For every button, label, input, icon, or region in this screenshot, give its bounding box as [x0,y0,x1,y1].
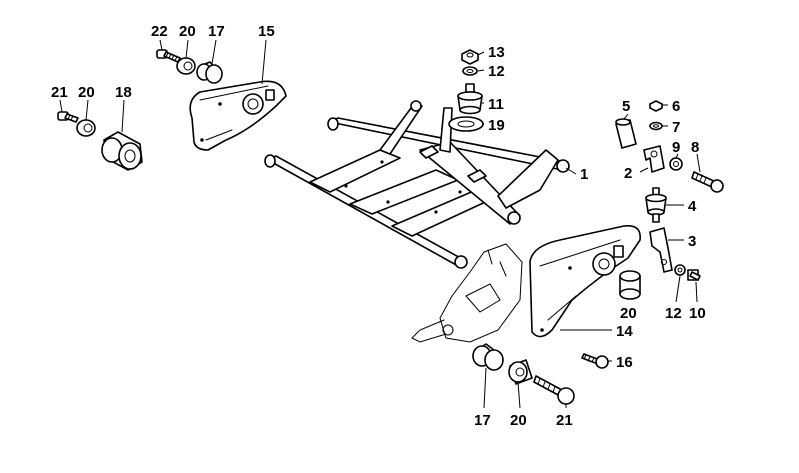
bushing-part-17-top [196,61,223,84]
nut-part-9 [669,157,683,171]
callout-19: 19 [488,117,505,134]
bracket-part-14 [529,224,641,338]
washer-part-20-left [76,119,96,137]
callout-12-right: 12 [665,305,682,322]
callout-2: 2 [624,165,632,182]
callout-20-top: 20 [179,23,196,40]
callout-21-left: 21 [51,84,68,101]
callout-16: 16 [616,354,633,371]
bracket-part-15 [189,80,287,151]
callout-6: 6 [672,98,680,115]
leader-lines [59,39,701,409]
screw-part-22 [156,49,181,63]
bolt-part-8 [691,171,724,193]
washer-part-20-top [176,57,196,75]
bushing-part-18 [101,131,143,171]
washer-part-12-top [462,66,478,76]
nut-part-13 [461,49,479,65]
bolt-part-10 [687,269,701,281]
callout-20-right: 20 [620,305,637,322]
callout-20-left: 20 [78,84,95,101]
callout-13: 13 [488,44,505,61]
callout-14: 14 [616,323,633,340]
callout-20-bottom: 20 [510,412,527,429]
callout-1: 1 [580,166,588,183]
callout-11: 11 [488,96,504,113]
callout-17-bottom: 17 [474,412,491,429]
callout-15: 15 [258,23,275,40]
washer-part-12-right [674,264,686,276]
screw-part-21-left [57,111,79,123]
bracket-part-2 [643,145,665,173]
frame-part-1 [264,100,570,269]
nut-part-6 [649,100,663,112]
callout-10: 10 [689,305,706,322]
bracket-part-3 [649,227,673,273]
callout-17-top: 17 [208,23,225,40]
mount-part-4 [645,187,667,223]
washer-part-7 [649,121,663,131]
callout-4: 4 [688,198,697,215]
callout-18: 18 [115,84,132,101]
washer-part-19 [448,116,484,132]
callout-9: 9 [672,139,680,156]
callout-12-top: 12 [488,63,505,80]
screw-part-16 [581,353,609,369]
callout-labels: 22 20 17 15 21 20 18 13 12 11 19 1 5 6 7… [51,23,706,429]
callout-21-bottom: 21 [556,412,573,429]
washer-part-20-bottom [508,359,533,385]
screw-part-21-bottom [533,375,575,405]
callout-8: 8 [691,139,699,156]
sleeve-part-5 [615,118,637,149]
callout-22: 22 [151,23,168,40]
engine-block-outline [411,243,523,343]
washer-part-20-right [619,270,641,300]
callout-5: 5 [622,98,630,115]
callout-7: 7 [672,119,680,136]
bushing-part-17-bottom [472,343,504,371]
callout-3: 3 [688,233,696,250]
mount-part-11 [457,83,483,115]
